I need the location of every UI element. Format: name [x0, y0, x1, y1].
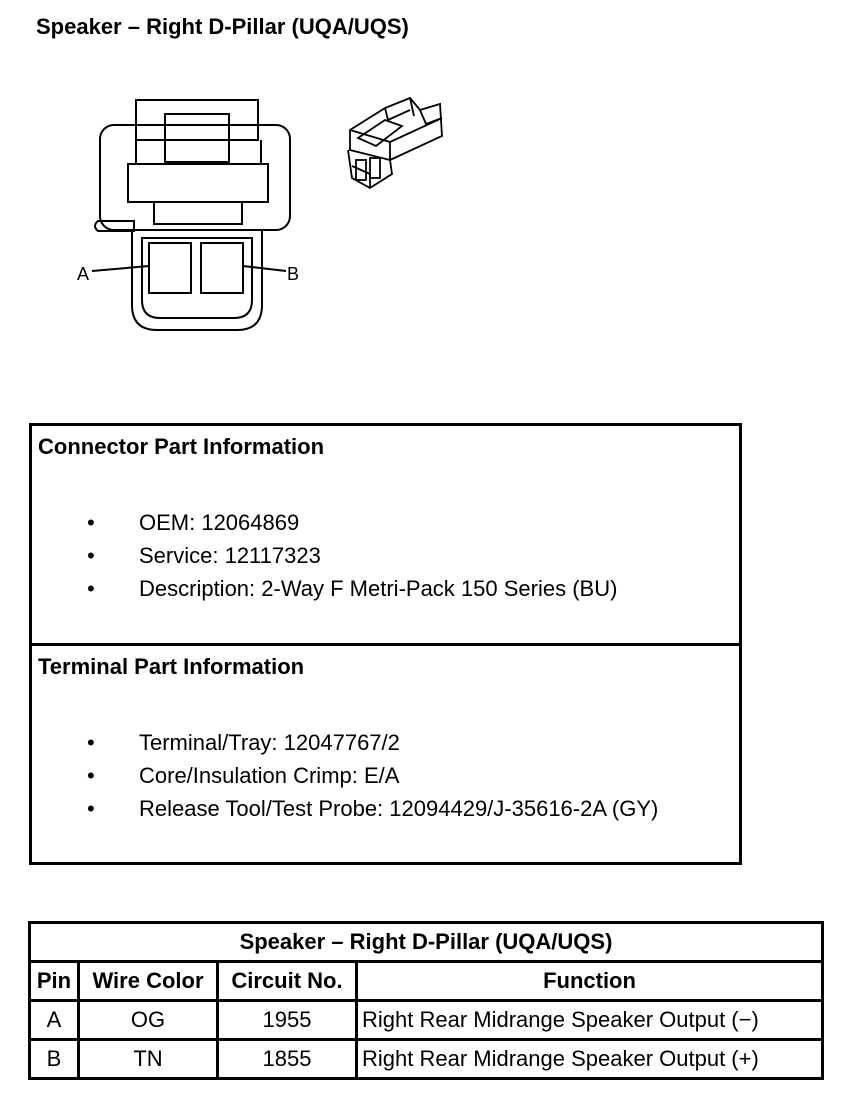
col-header-wire-color: Wire Color [77, 960, 219, 1002]
terminal-info-section: Terminal Part Information • Terminal/Tray… [32, 646, 739, 862]
crimp-text: Core/Insulation Crimp: E/A [139, 763, 400, 788]
connector-info-section: Connector Part Information • OEM: 1206486… [32, 426, 739, 646]
col-header-pin: Pin [28, 960, 80, 1002]
col-header-function: Function [355, 960, 824, 1002]
col-header-circuit: Circuit No. [216, 960, 358, 1002]
table-row: A OG 1955 Right Rear Midrange Speaker Ou… [28, 999, 824, 1041]
terminal-info-list: • Terminal/Tray: 12047767/2 • Core/Insulat… [87, 726, 658, 825]
connector-info-heading: Connector Part Information [38, 434, 325, 459]
terminal-info-heading: Terminal Part Information [38, 654, 305, 679]
table-caption-row: Speaker – Right D-Pillar (UQA/UQS) [28, 921, 824, 963]
pinout-table: Speaker – Right D-Pillar (UQA/UQS) Pin W… [28, 921, 824, 1080]
list-item: • Terminal/Tray: 12047767/2 [87, 726, 658, 759]
bullet-icon: • [87, 763, 95, 788]
list-item: • OEM: 12064869 [87, 506, 617, 539]
part-info-box: Connector Part Information • OEM: 1206486… [29, 423, 742, 865]
pin-cell: B [28, 1038, 80, 1080]
bullet-icon: • [87, 510, 95, 535]
page-title: Speaker – Right D-Pillar (UQA/UQS) [36, 14, 409, 39]
pin-b-label: B [287, 264, 299, 284]
wire-color-cell: OG [77, 999, 219, 1041]
wire-color-cell: TN [77, 1038, 219, 1080]
bullet-icon: • [87, 730, 95, 755]
circuit-cell: 1855 [216, 1038, 358, 1080]
oem-text: OEM: 12064869 [139, 510, 300, 535]
list-item: • Core/Insulation Crimp: E/A [87, 759, 658, 792]
connector-isometric-diagram [347, 96, 443, 190]
pin-a-label: A [77, 264, 89, 284]
release-tool-text: Release Tool/Test Probe: 12094429/J-3561… [139, 796, 659, 821]
bullet-icon: • [87, 576, 95, 601]
table-row: B TN 1855 Right Rear Midrange Speaker Ou… [28, 1038, 824, 1080]
description-text: Description: 2-Way F Metri-Pack 150 Seri… [139, 576, 618, 601]
connector-info-list: • OEM: 12064869 • Service: 12117323 • Descr… [87, 506, 617, 605]
bullet-icon: • [87, 543, 95, 568]
list-item: • Release Tool/Test Probe: 12094429/J-356… [87, 792, 658, 825]
function-cell: Right Rear Midrange Speaker Output (−) [355, 999, 824, 1041]
connector-face-diagram: A B [77, 99, 299, 331]
list-item: • Description: 2-Way F Metri-Pack 150 Ser… [87, 572, 617, 605]
function-cell: Right Rear Midrange Speaker Output (+) [355, 1038, 824, 1080]
bullet-icon: • [87, 796, 95, 821]
table-caption: Speaker – Right D-Pillar (UQA/UQS) [28, 921, 824, 963]
circuit-cell: 1955 [216, 999, 358, 1041]
table-header-row: Pin Wire Color Circuit No. Function [28, 960, 824, 1002]
service-text: Service: 12117323 [139, 543, 321, 568]
list-item: • Service: 12117323 [87, 539, 617, 572]
terminal-tray-text: Terminal/Tray: 12047767/2 [139, 730, 400, 755]
pin-cell: A [28, 999, 80, 1041]
